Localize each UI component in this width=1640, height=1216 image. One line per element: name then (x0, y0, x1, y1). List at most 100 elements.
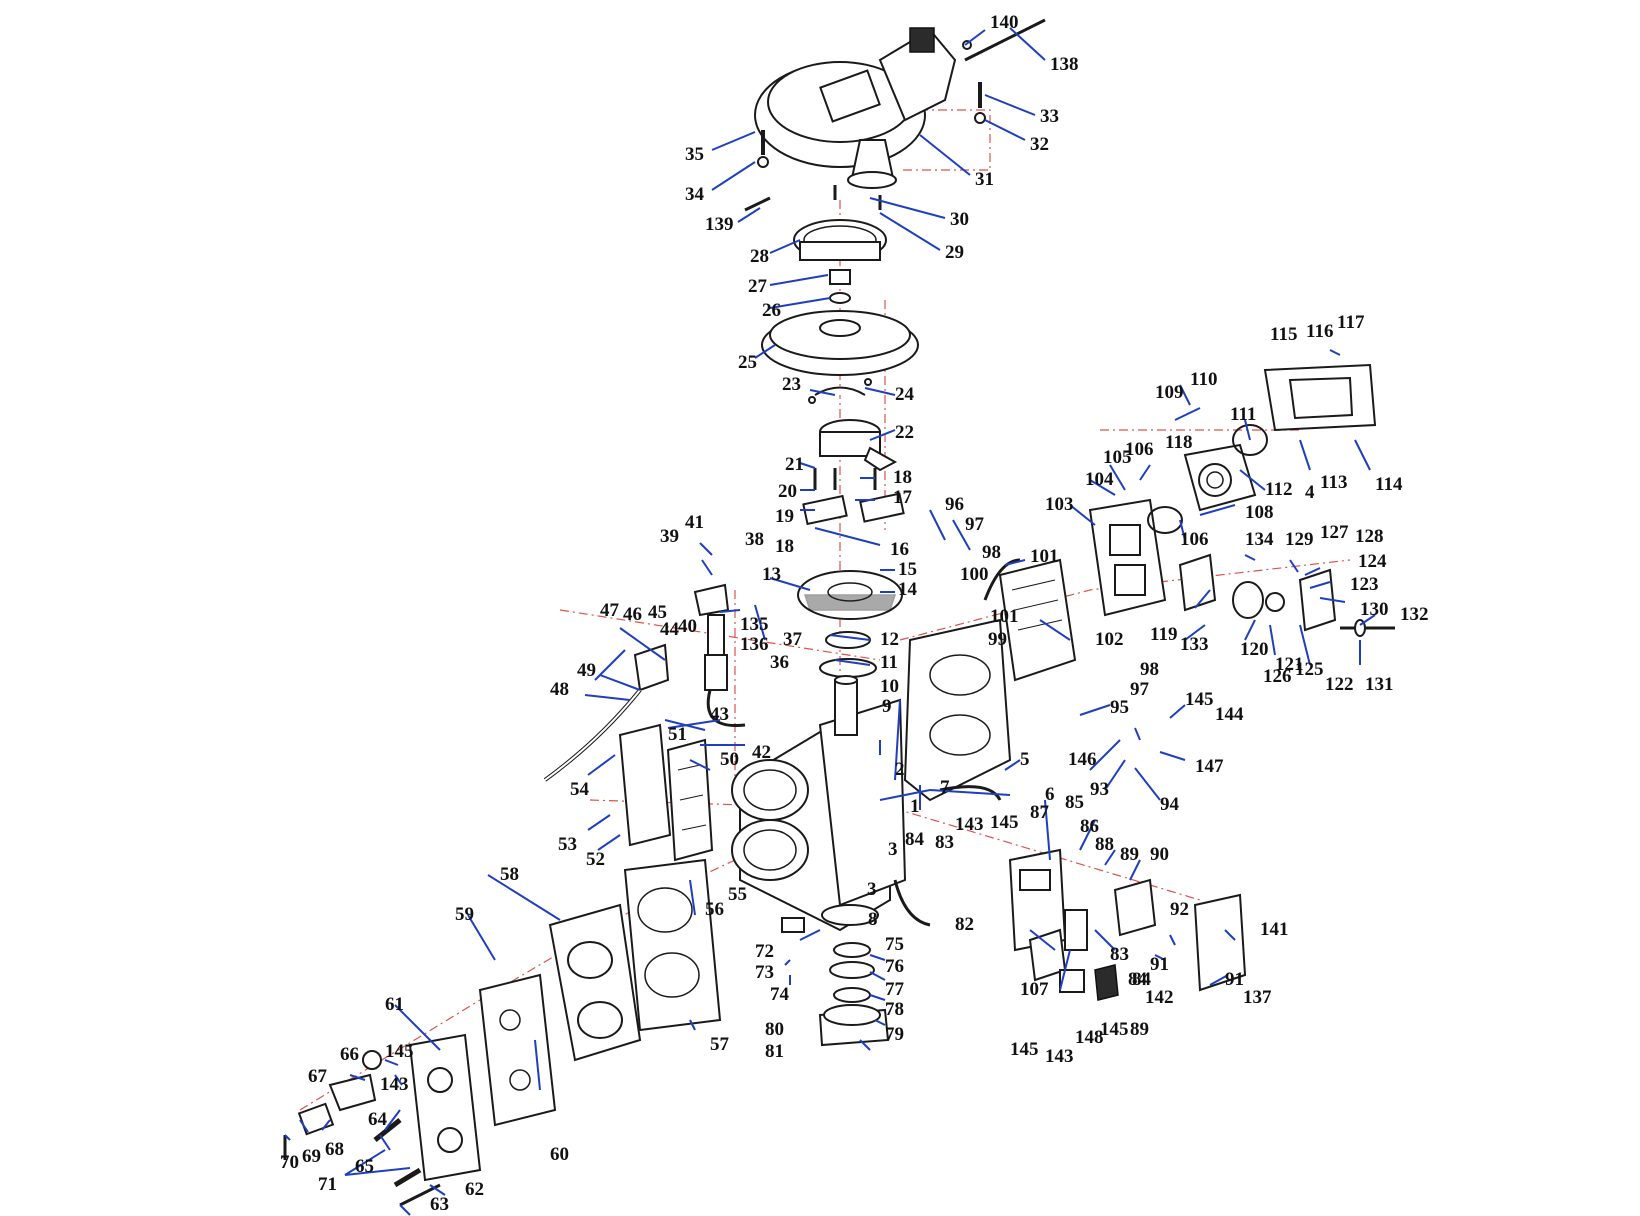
intake-manifold (1088, 498, 1167, 617)
label-16: 16 (890, 539, 909, 560)
label-143-mid: 143 (955, 814, 984, 835)
label-92: 92 (1170, 899, 1189, 920)
label-40: 40 (678, 616, 697, 637)
top-fasteners (744, 18, 1046, 212)
label-5: 5 (1020, 749, 1030, 770)
rectifier (1193, 893, 1247, 992)
label-112: 112 (1265, 479, 1292, 500)
label-131: 131 (1365, 674, 1394, 695)
label-63: 63 (430, 1194, 449, 1215)
label-86: 86 (1080, 816, 1099, 837)
label-146: 146 (1068, 749, 1097, 770)
label-1: 1 (910, 796, 920, 817)
label-18-upper: 18 (893, 467, 912, 488)
label-61: 61 (385, 994, 404, 1015)
label-83-upper: 83 (935, 832, 954, 853)
label-3-lower: 3 (867, 879, 877, 900)
label-108: 108 (1245, 502, 1274, 523)
label-28: 28 (750, 246, 769, 267)
flywheel-nut (829, 269, 851, 304)
label-44: 44 (660, 619, 680, 640)
label-37: 37 (783, 629, 803, 650)
label-2: 2 (895, 759, 905, 780)
thermostat-cover (408, 1033, 482, 1182)
cylinder-head (548, 903, 642, 1062)
label-130: 130 (1360, 599, 1389, 620)
label-20: 20 (778, 481, 797, 502)
label-74: 74 (770, 984, 790, 1005)
label-143-left: 143 (380, 1074, 409, 1095)
label-64: 64 (368, 1109, 388, 1130)
label-101-upper: 101 (1030, 546, 1059, 567)
label-116: 116 (1306, 321, 1333, 342)
label-126: 126 (1263, 666, 1292, 687)
label-59: 59 (455, 904, 474, 925)
label-75: 75 (885, 934, 904, 955)
label-99: 99 (988, 629, 1007, 650)
label-139: 139 (705, 214, 734, 235)
label-128: 128 (1355, 526, 1384, 547)
label-80: 80 (765, 1019, 784, 1040)
label-26: 26 (762, 300, 781, 321)
label-118: 118 (1165, 432, 1192, 453)
label-6: 6 (1045, 784, 1055, 805)
label-71: 71 (318, 1174, 337, 1195)
label-124: 124 (1358, 551, 1387, 572)
lower-bearing-stack (781, 904, 890, 1047)
label-117: 117 (1337, 312, 1365, 333)
label-8: 8 (868, 909, 878, 930)
label-50: 50 (720, 749, 739, 770)
label-145-right: 145 (1185, 689, 1214, 710)
label-65: 65 (355, 1156, 374, 1177)
label-82: 82 (955, 914, 974, 935)
label-95: 95 (1110, 697, 1129, 718)
label-33: 33 (1040, 106, 1059, 127)
pulser-coils (802, 468, 905, 526)
crankcase (903, 618, 1012, 802)
label-127: 127 (1320, 522, 1349, 543)
fuel-filter-housing (633, 583, 730, 692)
label-13: 13 (762, 564, 781, 585)
label-134: 134 (1245, 529, 1274, 550)
label-90: 90 (1150, 844, 1169, 865)
cylinder-block (731, 675, 907, 932)
label-83-lower: 83 (1110, 944, 1129, 965)
label-68: 68 (325, 1139, 344, 1160)
label-98-upper: 98 (982, 542, 1001, 563)
label-23: 23 (782, 374, 801, 395)
label-22: 22 (895, 422, 914, 443)
label-4: 4 (1305, 482, 1315, 503)
label-57: 57 (710, 1034, 730, 1055)
label-42: 42 (752, 742, 771, 763)
label-123: 123 (1350, 574, 1379, 595)
label-145-low: 145 (1100, 1019, 1129, 1040)
head-gasket (623, 858, 722, 1032)
label-91-right: 91 (1225, 969, 1244, 990)
starter-ring (793, 219, 887, 261)
label-19: 19 (775, 506, 794, 527)
label-7: 7 (940, 777, 950, 798)
label-36: 36 (770, 652, 789, 673)
label-11: 11 (880, 652, 898, 673)
label-97-lower: 97 (1130, 679, 1150, 700)
label-125: 125 (1295, 659, 1324, 680)
label-87: 87 (1030, 802, 1050, 823)
label-15: 15 (898, 559, 917, 580)
label-51: 51 (668, 724, 687, 745)
label-113: 113 (1320, 472, 1347, 493)
label-93: 93 (1090, 779, 1109, 800)
hoses (543, 558, 1021, 927)
label-49: 49 (577, 660, 596, 681)
label-84-mid: 84 (1132, 969, 1152, 990)
label-62: 62 (465, 1179, 484, 1200)
label-31: 31 (975, 169, 994, 190)
label-105: 105 (1103, 447, 1132, 468)
label-84-lower: 84 (1128, 969, 1148, 990)
label-141: 141 (1260, 919, 1289, 940)
label-41: 41 (685, 512, 704, 533)
cdi-unit (1113, 878, 1157, 937)
label-39: 39 (660, 526, 679, 547)
label-25: 25 (738, 352, 757, 373)
label-96: 96 (945, 494, 964, 515)
